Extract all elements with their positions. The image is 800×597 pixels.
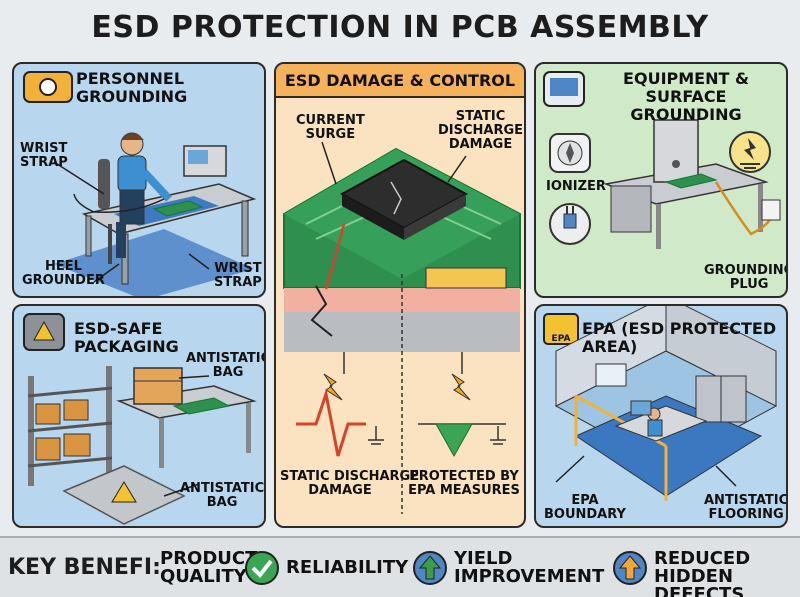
epa-badge-icon [543, 313, 579, 345]
label-protected-by-epa: PROTECTED BY [409, 469, 519, 484]
key-benefits-bar: KEY BENEFI: PRODUCT QUALITY RELIABILITY … [0, 536, 800, 597]
label-static-discharge-3: DAMAGE [448, 137, 513, 152]
benefit-product-quality: PRODUCT [160, 548, 258, 569]
label-antistatic-bag-top: ANTISTATIC [186, 351, 266, 366]
bolt-left-icon [323, 373, 343, 401]
label-grounding-plug-2: PLUG [729, 277, 769, 292]
personnel-illustration [23, 71, 257, 296]
label-wrist-strap-left-2: STRAP [20, 155, 68, 170]
label-wrist-strap-right: WRIST [214, 261, 262, 276]
benefit-yield-improvement-2: IMPROVEMENT [454, 566, 605, 587]
packaging-title: ESD-SAFE PACKAGING [74, 319, 179, 356]
benefits-heading: KEY BENEFI: [8, 555, 161, 580]
label-wrist-strap-left: WRIST [20, 141, 68, 156]
label-heel-grounder: HEEL [44, 259, 82, 274]
wall-outlet [761, 199, 781, 221]
panel-epa: EPA EPA (ESD PROTECTED AREA) EPA BOUNDAR… [534, 304, 788, 528]
label-static-discharge-damage: STATIC DISCHARGE [280, 469, 420, 484]
label-ionizer: IONIZER [546, 179, 606, 194]
pcb-on-table [172, 397, 231, 415]
benefit-yield-improvement: YIELD [454, 548, 513, 569]
equipment-title-line2: GROUNDING [630, 105, 742, 124]
chair [98, 159, 110, 209]
benefit-reliability: RELIABILITY [286, 557, 409, 578]
equipment-title-line1: EQUIPMENT & SURFACE [623, 69, 749, 106]
cardboard-box [133, 367, 183, 405]
page-title: ESD PROTECTION IN PCB ASSEMBLY [91, 10, 709, 45]
protected-waveform [435, 423, 473, 458]
label-static-discharge-2: DISCHARGE [438, 123, 524, 138]
damage-title: ESD DAMAGE & CONTROL [284, 71, 516, 90]
pcb [152, 200, 204, 217]
label-current-surge: CURRENT [296, 113, 365, 128]
epa-title: EPA (ESD PROTECTED AREA) [582, 319, 777, 356]
panel-equipment-grounding: EQUIPMENT & SURFACE GROUNDING IONIZER GR… [534, 62, 788, 298]
epa-illustration [543, 306, 778, 501]
label-antistatic-flooring: ANTISTATIC [704, 493, 788, 508]
panel-esd-safe-packaging: ESD-SAFE PACKAGING ANTISTATIC BAG ANTIST… [12, 304, 266, 528]
damage-illustration [283, 141, 521, 514]
panel-personnel-grounding: PERSONNEL GROUNDING WRIST STRAP HEEL GRO… [12, 62, 266, 298]
label-protected-by-epa-2: EPA MEASURES [408, 483, 520, 498]
arrow-up-green-icon [413, 551, 447, 585]
label-grounding-plug: GROUNDING [704, 263, 788, 278]
pc-tower [653, 119, 699, 183]
benefit-reduced-defects-2: HIDDEN DEFECTS [654, 566, 745, 597]
label-static-discharge: STATIC [455, 109, 506, 124]
label-current-surge-2: SURGE [305, 127, 356, 142]
label-wrist-strap-right-2: STRAP [214, 275, 262, 290]
benefit-product-quality-2: QUALITY [160, 566, 247, 587]
label-antistatic-bag-bottom: ANTISTATIC [180, 481, 265, 496]
panel-esd-damage-control: ESD DAMAGE & CONTROL CURRENT SURGE STATI… [274, 62, 526, 528]
equipment-illustration [543, 71, 781, 249]
label-antistatic-bag-bottom-2: BAG [206, 495, 238, 510]
label-epa-boundary: EPA [571, 493, 599, 508]
label-static-discharge-damage-2: DAMAGE [308, 483, 372, 498]
packaging-illustration [23, 313, 257, 525]
discharge-waveform [296, 388, 366, 457]
personnel-title-line1: PERSONNEL [76, 69, 185, 88]
personnel-title-line2: GROUNDING [76, 87, 188, 106]
label-epa-boundary-2: BOUNDARY [544, 507, 626, 522]
label-heel-grounder-2: GROUNDER [22, 273, 105, 288]
label-antistatic-flooring-2: FLOORING [708, 507, 784, 522]
damage-header-bar [276, 64, 524, 98]
benefit-reduced-defects: REDUCED [654, 548, 751, 569]
label-antistatic-bag-top-2: BAG [212, 365, 244, 380]
check-icon [245, 551, 279, 585]
bolt-right-icon [451, 373, 471, 401]
arrow-up-orange-icon [613, 551, 647, 585]
epa-badge-text: EPA [551, 334, 571, 344]
floor-mat [54, 229, 254, 296]
